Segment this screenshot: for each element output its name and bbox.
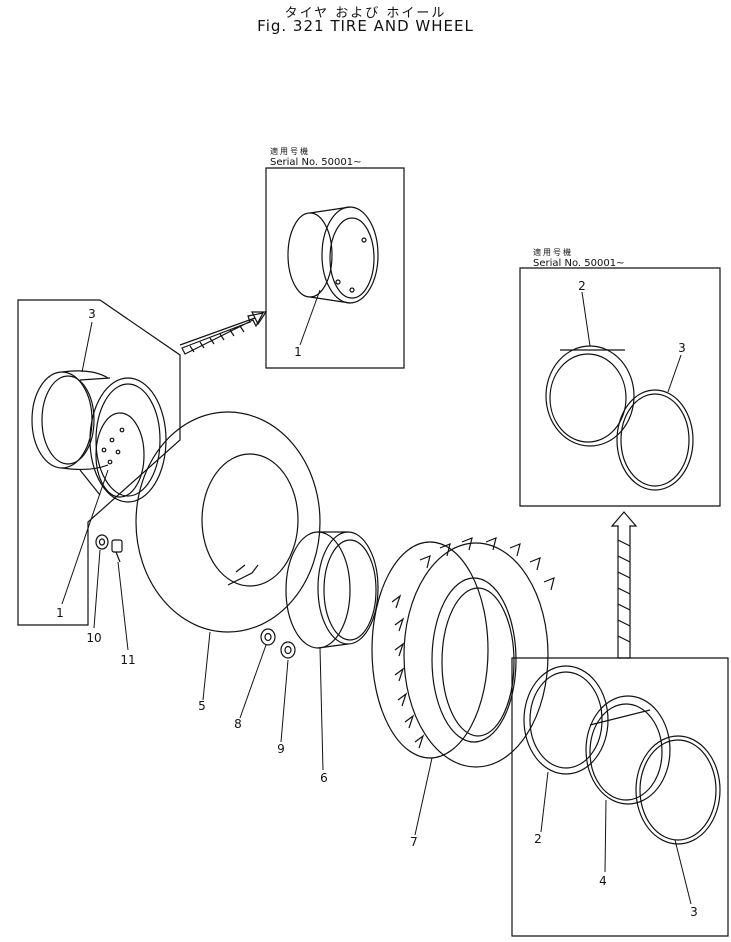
serial-note-right-jp: 適用号機	[533, 248, 573, 257]
callout-bottom-3: 3	[690, 905, 698, 919]
serial-note-top-jp: 適用号機	[270, 147, 310, 156]
callout-bottom-2: 2	[534, 832, 542, 846]
serial-box-right	[520, 268, 720, 506]
callout-box-right-2: 2	[578, 279, 586, 293]
callout-bottom-4: 4	[599, 874, 607, 888]
arrow-to-serial-box-right	[612, 512, 636, 658]
left-group-frame	[18, 300, 180, 625]
title-japanese: タイヤ および ホイール	[284, 6, 447, 21]
callout-rim-top-3: 3	[88, 307, 96, 321]
callout-flap-6: 6	[320, 771, 328, 785]
arrow-to-serial-box-top	[180, 312, 266, 354]
serial-note-top: 適用号機 Serial No. 50001~	[270, 146, 361, 168]
valve-core	[112, 540, 122, 562]
callout-rim-left-1: 1	[56, 606, 64, 620]
serial-note-right: 適用号機 Serial No. 50001~	[533, 247, 624, 269]
callout-tire-7: 7	[410, 835, 418, 849]
callout-tube-5: 5	[198, 699, 206, 713]
serial-note-top-text: Serial No. 50001~	[270, 157, 362, 168]
figure-title: Fig. 321 TIRE AND WHEEL	[257, 17, 474, 35]
lock-ring-bottom	[524, 666, 608, 774]
side-ring-bottom	[636, 736, 720, 844]
wheel-rim-top-box	[288, 207, 378, 303]
bead-seat-ring-bottom	[586, 696, 670, 804]
serial-box-top	[266, 168, 404, 368]
callout-nut-8: 8	[234, 717, 242, 731]
callout-box-top-1: 1	[294, 345, 302, 359]
nut-small	[261, 629, 275, 645]
flap	[286, 532, 378, 648]
tire	[372, 538, 554, 767]
leader-lines	[62, 290, 691, 904]
wheel-rim-left	[32, 371, 166, 502]
inner-tube	[136, 412, 320, 632]
side-ring-right-box	[617, 390, 693, 490]
callout-valve-11: 11	[120, 653, 136, 667]
valve-seal	[96, 535, 108, 549]
callout-nut-9: 9	[277, 742, 285, 756]
callout-valve-10: 10	[86, 631, 102, 645]
serial-note-right-text: Serial No. 50001~	[533, 258, 625, 269]
callout-box-right-3: 3	[678, 341, 686, 355]
lock-ring-right-box	[546, 346, 634, 446]
nut-large	[281, 642, 295, 658]
bottom-group-frame	[512, 658, 728, 936]
